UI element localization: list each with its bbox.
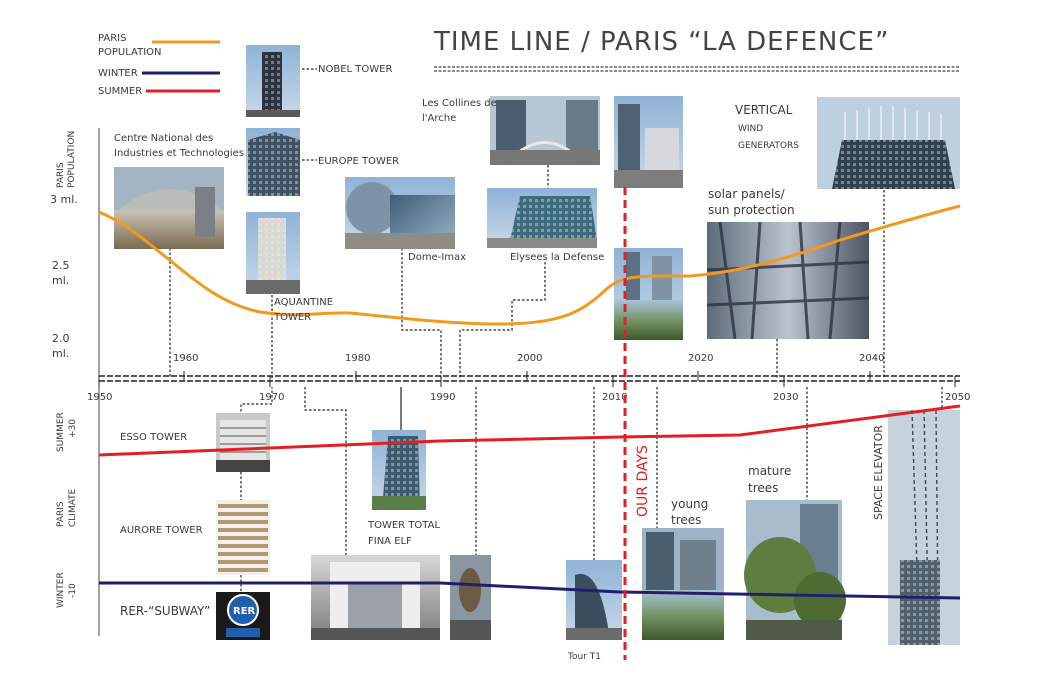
aurore-tower-photo <box>216 500 270 575</box>
tick-2000: 2000 <box>517 353 542 364</box>
aurore-tower-caption: AURORE TOWER <box>120 525 203 536</box>
young-trees-photo <box>642 528 724 640</box>
our-days-top-photo <box>614 96 683 188</box>
tick-2030: 2030 <box>773 392 798 403</box>
tick-1990: 1990 <box>430 392 455 403</box>
upper-ticks <box>183 371 871 381</box>
legend: PARIS POPULATION WINTER SUMMER <box>98 33 220 97</box>
tick-2010: 2010 <box>602 392 627 403</box>
population-curve <box>98 204 961 326</box>
dome-imax-photo <box>345 177 455 249</box>
mature-trees-photo <box>744 500 846 640</box>
nobel-tower-photo <box>246 45 300 117</box>
legend-population-label-1: PARIS <box>98 33 126 44</box>
tick-2020: 2020 <box>688 353 713 364</box>
summer-line <box>98 404 961 457</box>
page-title: TIME LINE / PARIS “LA DEFENCE” <box>433 27 889 57</box>
esso-tower-photo <box>216 413 270 472</box>
esso-tower-caption: ESSO TOWER <box>120 432 187 443</box>
nobel-tower-caption: NOBEL TOWER <box>318 64 392 75</box>
timeline-axis: 1960 1980 2000 2020 2040 1950 1970 1990 … <box>87 353 970 403</box>
tick-1980: 1980 <box>345 353 370 364</box>
tick-2050: 2050 <box>945 392 970 403</box>
legend-population: PARIS POPULATION <box>98 33 220 58</box>
legend-winter-label: WINTER <box>98 68 138 79</box>
elysees-defense-photo <box>487 188 597 248</box>
collines-arche-photo <box>490 96 600 166</box>
solar-panels-caption: solar panels/sun protection <box>708 187 795 217</box>
space-elevator-photo <box>888 409 960 645</box>
tour-t1-photo <box>566 560 622 640</box>
tick-1950: 1950 <box>87 392 112 403</box>
vertical-caption: VERTICAL <box>735 103 793 117</box>
legend-winter: WINTER <box>98 68 220 79</box>
tick-1960: 1960 <box>173 353 198 364</box>
solar-panels-photo <box>706 221 870 340</box>
population-axis-title: PARISPOPULATION <box>56 131 77 188</box>
space-elevator-caption: SPACE ELEVATOR <box>872 425 885 520</box>
aquantine-tower-photo <box>246 212 300 294</box>
europe-tower-photo <box>246 128 300 196</box>
winter-line <box>99 581 961 600</box>
legend-population-label-2: POPULATION <box>98 47 162 58</box>
legend-summer-label: SUMMER <box>98 86 142 97</box>
legend-summer: SUMMER <box>98 86 220 97</box>
cnit-photo <box>114 167 224 249</box>
winter-axis-label: WINTER-10 <box>56 572 78 608</box>
svg-text:PARISPOPULATION: PARIS POPULATION <box>98 33 162 58</box>
summer-axis-label: SUMMER+30 <box>56 412 78 452</box>
pop-3ml-label: 3 ml. <box>50 193 78 206</box>
our-days-label: OUR DAYS <box>635 445 651 517</box>
elysees-caption: Elysees la Defense <box>510 252 604 263</box>
tour-t1-caption: Tour T1 <box>567 652 601 662</box>
rer-logo-photo: RER <box>216 592 270 640</box>
rer-caption: RER-“SUBWAY” <box>120 604 210 618</box>
wind-generators-photo <box>817 97 960 189</box>
grande-arche-photo <box>311 555 440 640</box>
total-tower-photo <box>372 430 426 510</box>
dome-imax-caption: Dome-Imax <box>408 252 466 263</box>
thumb-sculpture-photo <box>450 555 491 640</box>
rer-logo-text: RER <box>233 606 256 617</box>
europe-tower-caption: EUROPE TOWER <box>318 156 399 167</box>
tick-2040: 2040 <box>859 353 884 364</box>
